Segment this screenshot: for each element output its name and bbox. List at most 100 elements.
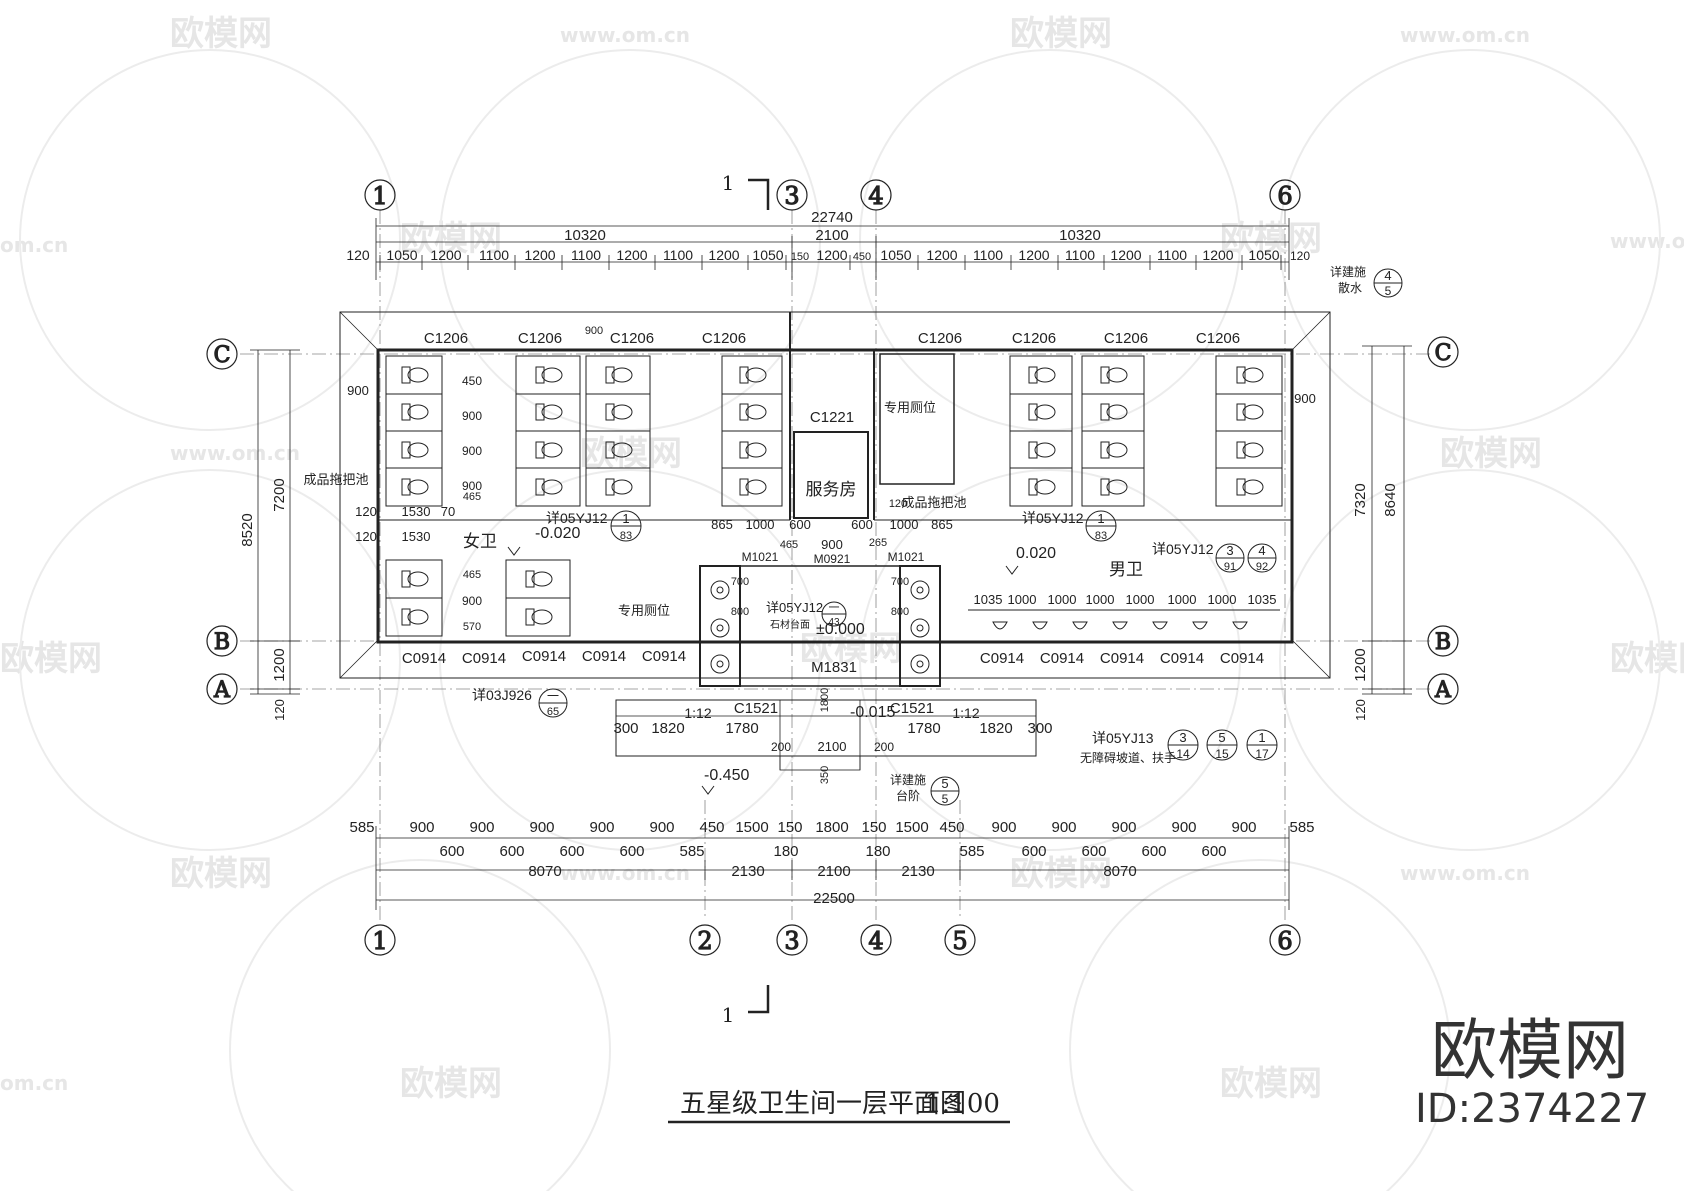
brand-id: ID:2374227 [1415, 1086, 1650, 1132]
svg-text:1100: 1100 [1157, 247, 1187, 263]
urinal-icon [1072, 621, 1088, 630]
dim-mid-span: 2100 [815, 227, 848, 244]
toilet-icon [525, 570, 553, 588]
dim-bottom-value: 600 [1021, 843, 1046, 860]
svg-text:6: 6 [1277, 927, 1292, 955]
svg-text:865: 865 [711, 517, 733, 532]
window-label: C1206 [424, 330, 468, 347]
svg-text:465: 465 [463, 569, 481, 581]
watermark-url: www.om.cn [1400, 861, 1530, 885]
dim-bottom-value: 900 [649, 819, 674, 836]
urinal-icon [1112, 621, 1128, 630]
svg-text:1200: 1200 [430, 247, 461, 263]
toilet-icon [1236, 403, 1264, 421]
urinal-icon [1032, 621, 1048, 630]
door-label: M1021 [888, 550, 925, 564]
window-label: C1521 [890, 700, 934, 717]
dim-bottom-value: 450 [699, 819, 724, 836]
window-label: C0914 [1100, 650, 1144, 667]
note-slope-right: 1:12 [952, 705, 979, 721]
svg-text:1000: 1000 [890, 517, 919, 532]
note-slope-left: 1:12 [684, 705, 711, 721]
axis-bubbles: 1 3 4 6 1 2 3 4 5 6 C B A C B A [206, 179, 1459, 956]
dim-bottom-value: 585 [1289, 819, 1314, 836]
svg-text:700: 700 [731, 576, 749, 588]
watermark-url: www.om.cn [1610, 229, 1684, 253]
dim-right-inner: 7320 [1352, 483, 1369, 516]
door-label: M0921 [814, 552, 851, 566]
urinal-icon [1192, 621, 1208, 630]
dims-bottom-lines [375, 826, 1290, 910]
svg-text:700: 700 [891, 576, 909, 588]
window-label: C1221 [810, 409, 854, 426]
basin-icon [910, 618, 930, 638]
note-construct-steps-sub: 台阶 [896, 788, 920, 803]
svg-text:900: 900 [462, 409, 482, 423]
dim-bottom-value: 1500 [735, 819, 768, 836]
note-yj12-right: 详05YJ12 [1022, 510, 1084, 526]
watermark-logo: 欧模网 [1440, 434, 1542, 474]
note-accessible: 无障碍坡道、扶手 [1080, 750, 1176, 765]
urinal-icon [1152, 621, 1168, 630]
svg-text:1100: 1100 [663, 247, 693, 263]
svg-text:1000: 1000 [1048, 592, 1077, 607]
svg-text:600: 600 [789, 517, 811, 532]
svg-text:1: 1 [372, 927, 387, 955]
toilet-icon [605, 403, 633, 421]
axis-right-A: A [1427, 673, 1459, 705]
dim-bottom-value: 900 [409, 819, 434, 836]
axis-bottom-6: 6 [1269, 924, 1301, 956]
dim-left-outer: 8520 [239, 513, 256, 546]
dims-left-lines [250, 349, 300, 695]
toilet-icon [1236, 478, 1264, 496]
svg-text:15: 15 [1215, 747, 1229, 761]
svg-text:1530: 1530 [402, 504, 431, 519]
door-label: M1021 [742, 550, 779, 564]
axis-right-C: C [1427, 336, 1459, 368]
room-private-right: 专用厕位 [884, 400, 936, 415]
toilet-icon [605, 441, 633, 459]
window-label: C1206 [918, 330, 962, 347]
svg-text:B: B [1435, 630, 1451, 655]
svg-text:14: 14 [1176, 747, 1190, 761]
dim-right-span: 10320 [1059, 227, 1101, 244]
watermark-logo: 欧模网 [800, 629, 902, 669]
dim-bottom-value: 900 [1111, 819, 1136, 836]
toilet-icon [401, 366, 429, 384]
interior-dims: 900 900 900 120 120 1530 1530 70 120 900… [347, 325, 1316, 784]
dim-bottom-value: 585 [959, 843, 984, 860]
watermark-url: www.om.cn [560, 861, 690, 885]
svg-text:1200: 1200 [708, 247, 739, 263]
toilet-icon [401, 608, 429, 626]
dim-left-inner: 7200 [271, 478, 288, 511]
toilet-icon [605, 366, 633, 384]
svg-text:2130: 2130 [901, 863, 934, 880]
urinal-fixtures [992, 621, 1248, 630]
toilet-icon [535, 441, 563, 459]
room-names: 女卫 男卫 服务房 专用厕位 专用厕位 成品拖把池 成品拖把池 [303, 400, 1143, 618]
dim-left-edge: 120 [272, 699, 287, 721]
svg-text:一: 一 [829, 602, 840, 614]
window-label: C0914 [1160, 650, 1204, 667]
level-center: ±0.000 [816, 621, 865, 638]
window-label: C1206 [1104, 330, 1148, 347]
note-yj12-center: 详05YJ12 [766, 600, 823, 615]
svg-text:1200: 1200 [1110, 247, 1141, 263]
svg-text:1: 1 [1258, 730, 1265, 745]
svg-text:A: A [1434, 678, 1452, 703]
watermark-url: www.om.cn [170, 441, 300, 465]
axis-bottom-5: 5 [944, 924, 976, 956]
svg-text:92: 92 [1256, 561, 1268, 573]
svg-text:200: 200 [874, 740, 894, 754]
room-women: 女卫 [463, 532, 497, 551]
basin-icon [710, 580, 730, 600]
note-stone-counter: 石材台面 [770, 618, 810, 631]
level-women: -0.020 [535, 525, 580, 542]
svg-text:1820: 1820 [651, 720, 684, 737]
watermark-logo: 欧模网 [170, 14, 272, 54]
svg-text:17: 17 [1255, 747, 1269, 761]
svg-text:1780: 1780 [725, 720, 758, 737]
